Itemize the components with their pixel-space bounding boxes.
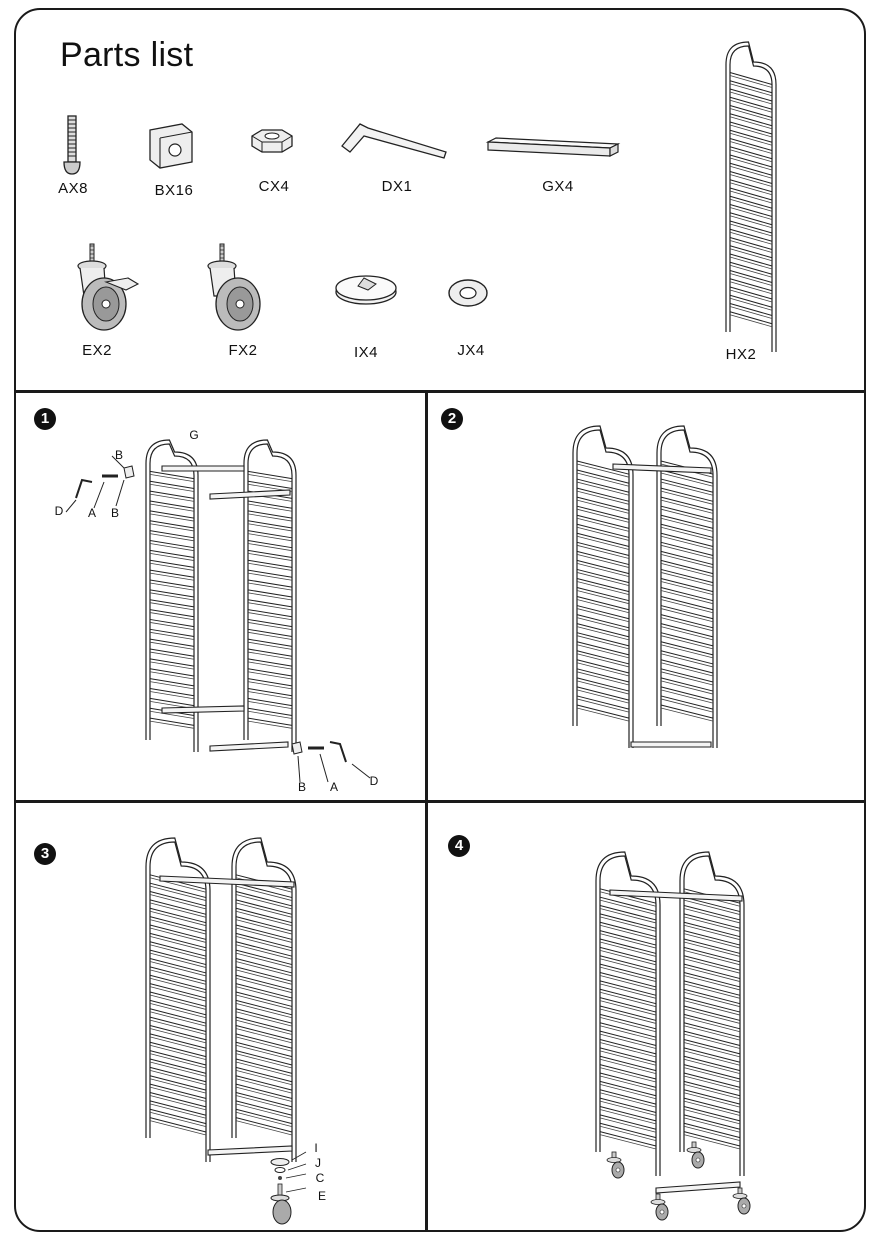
column-divider: [425, 392, 428, 1230]
caster-front-left: [650, 1193, 669, 1221]
bottom-bar-back: [161, 705, 245, 714]
callout-i: I: [314, 1141, 318, 1155]
part-b-label: BX16: [154, 182, 194, 199]
allen-key-icon: [341, 123, 447, 159]
washer-icon: [448, 279, 488, 307]
right-side-frame: [243, 439, 297, 752]
caster-back-right: [686, 1141, 705, 1169]
left-side-frame: [572, 425, 634, 748]
callout-a-right: A: [329, 780, 338, 794]
part-c-label: CX4: [258, 178, 290, 195]
bar-icon: [485, 137, 621, 157]
left-side-frame: [595, 851, 661, 1176]
part-j-label: JX4: [457, 342, 485, 359]
step-2-rack-diagram: [572, 425, 718, 748]
step-1-badge: 1: [34, 408, 56, 430]
callout-d-right: D: [369, 774, 379, 788]
parts-divider: [16, 390, 864, 393]
bottom-bar-front: [630, 741, 712, 748]
top-bar-front: [609, 889, 743, 902]
caster-brake-icon: [77, 243, 140, 331]
callout-b-top: B: [114, 448, 123, 462]
step-1-rack-diagram: [145, 439, 297, 752]
top-bar-front: [209, 489, 291, 500]
hex-nut-icon: [251, 129, 293, 153]
part-a-label: AX8: [58, 180, 88, 197]
step-3-badge: 3: [34, 843, 56, 865]
bottom-bar-front: [209, 741, 289, 752]
part-d-label: DX1: [381, 178, 413, 195]
callout-j: J: [315, 1156, 321, 1170]
row-divider: [16, 800, 864, 803]
callout-a-left: A: [87, 506, 96, 520]
top-bar-front: [612, 463, 712, 474]
side-frame-h: [725, 41, 777, 352]
bottom-bar-front: [207, 1145, 293, 1156]
top-bar-back: [161, 465, 245, 472]
right-side-frame: [679, 851, 745, 1176]
caster-back-left: [606, 1151, 625, 1179]
callout-e: E: [317, 1189, 326, 1203]
part-f-label: FX2: [228, 342, 258, 359]
part-e-label: EX2: [82, 342, 112, 359]
foot-cap-icon: [335, 275, 397, 305]
step-3-rack-diagram: [145, 837, 297, 1162]
part-i-label: IX4: [353, 344, 378, 361]
step-3-caster-hardware: [270, 1151, 307, 1225]
callout-g: G: [189, 428, 199, 442]
bolt-icon: [63, 115, 81, 175]
callout-c: C: [315, 1171, 325, 1185]
callout-b-right: B: [297, 780, 306, 794]
step-2-badge: 2: [441, 408, 463, 430]
side-frame-icon: [725, 41, 777, 352]
step-1-right-hardware: [291, 741, 371, 783]
instruction-sheet: Parts list AX8 BX16 CX4 DX1 GX4 EX2: [14, 8, 866, 1232]
part-g-label: GX4: [542, 178, 574, 195]
part-h-label: HX2: [725, 346, 757, 363]
right-side-frame: [231, 837, 297, 1162]
bottom-bar-front: [655, 1181, 741, 1194]
bracket-icon: [149, 123, 193, 169]
callout-b-left: B: [110, 506, 119, 520]
page-title: Parts list: [60, 36, 194, 74]
top-bar-front: [159, 875, 295, 888]
left-side-frame: [145, 837, 211, 1162]
callout-d-left: D: [54, 504, 64, 518]
caster-icon: [207, 243, 261, 331]
step-1-left-hardware: [65, 455, 135, 513]
right-side-frame: [656, 425, 718, 748]
caster-front-right: [732, 1187, 751, 1215]
left-side-frame: [145, 439, 199, 752]
step-4-rack-diagram: [595, 851, 751, 1221]
step-4-badge: 4: [448, 835, 470, 857]
